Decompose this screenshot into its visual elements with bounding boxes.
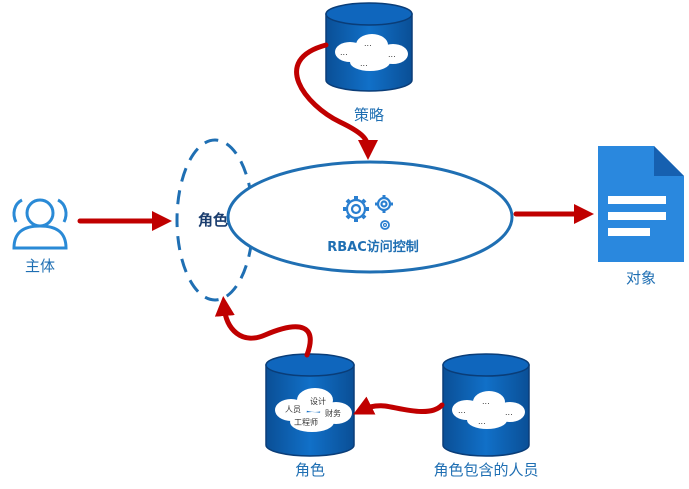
role-staff: 人员	[285, 405, 301, 414]
role-database-icon: 设计 人员 财务 工程师	[265, 353, 355, 457]
members-to-roledb-arrow	[353, 396, 445, 415]
user-icon	[12, 198, 68, 250]
cloud-text: ...	[505, 408, 513, 417]
cloud-icon: ... ... ... ...	[452, 391, 525, 429]
role-design: 设计	[310, 396, 326, 406]
policy-label: 策略	[354, 106, 384, 124]
rbac-label: RBAC访问控制	[327, 239, 419, 255]
roledb-to-role-arrow	[214, 296, 313, 358]
cloud-text: ...	[340, 48, 348, 57]
cloud-text: ...	[482, 397, 490, 406]
policy-database-icon: ... ... ... ...	[325, 2, 413, 92]
members-db-label: 角色包含的人员	[433, 461, 538, 479]
policy-to-rbac-arrow	[294, 42, 378, 160]
role-db-label: 角色	[295, 461, 325, 479]
cloud-text: ...	[388, 50, 396, 59]
cloud-text: ...	[458, 406, 466, 415]
members-database-icon: ... ... ... ...	[442, 353, 530, 457]
cloud-icon: 设计 人员 财务 工程师	[275, 388, 352, 432]
role-finance: 财务	[325, 408, 341, 418]
object-label: 对象	[626, 269, 656, 287]
rbac-core-ellipse	[226, 160, 514, 274]
cloud-icon: ... ... ... ...	[335, 34, 408, 71]
subject-label: 主体	[25, 257, 55, 275]
cloud-text: ...	[364, 39, 372, 48]
document-icon	[598, 146, 684, 262]
role-oval-label: 角色	[198, 211, 228, 229]
cloud-text: ...	[478, 417, 486, 426]
cloud-text: ...	[360, 59, 368, 68]
role-engineer: 工程师	[294, 417, 318, 427]
gears-icon	[343, 195, 393, 230]
